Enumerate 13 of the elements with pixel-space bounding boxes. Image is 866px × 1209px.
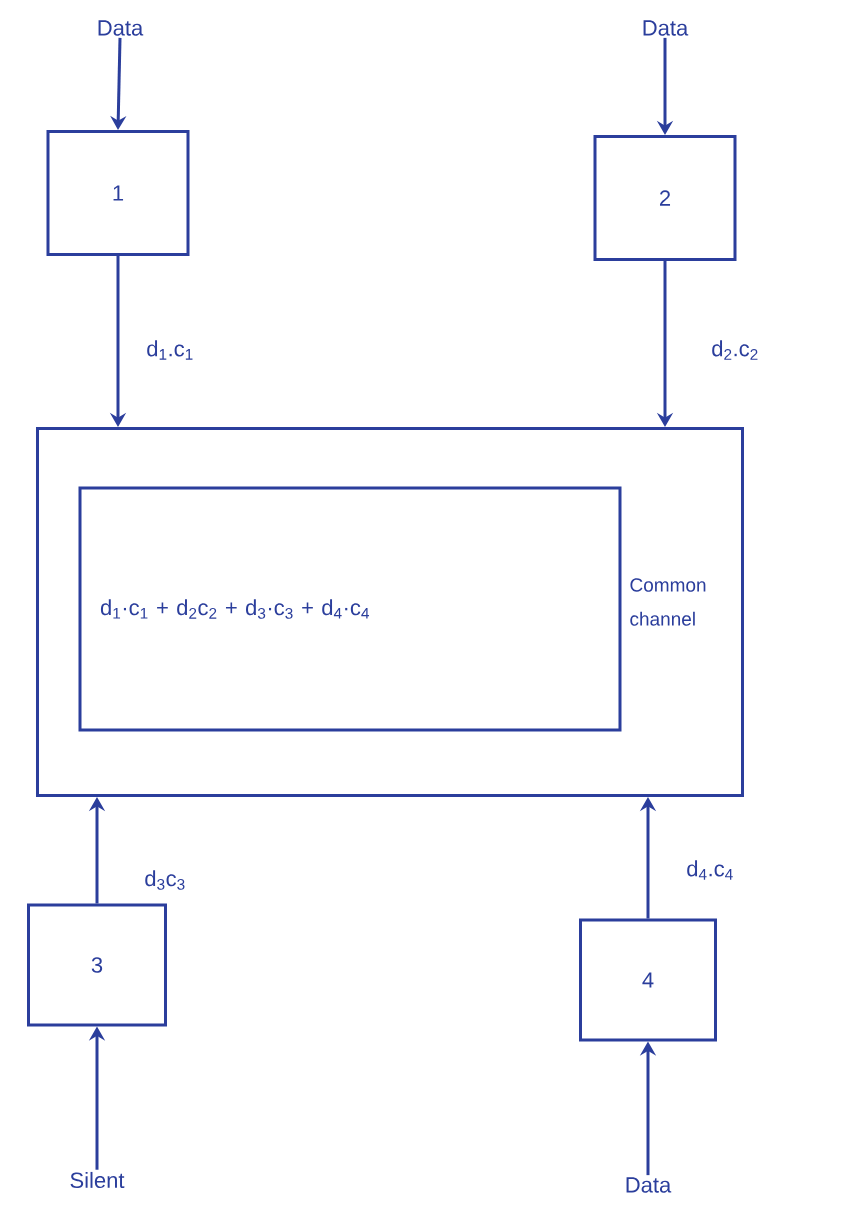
process-box: 2 [593, 135, 737, 261]
formula-box: d$_{1}$·c$_{1}$ + d$_{2}$c$_{2}$ + d$_{3}$·c$_{3}$ + d$_{4}$·c$_{4}$ [78, 486, 622, 732]
edge-label: d$_{1}$.c$_{1}$ [145, 339, 195, 361]
edge-label: d$_{2}$.c$_{2}$ [710, 339, 760, 361]
input-label: Data [626, 1177, 672, 1193]
input-label: Data [643, 20, 689, 36]
edge-label: d$_{3}$c$_{3}$ [143, 869, 187, 891]
process-box: 1 [46, 130, 190, 256]
input-label: Data [98, 20, 144, 36]
process-box: 3 [27, 903, 167, 1027]
input-label: Silent [70, 1171, 125, 1189]
edge-label: d$_{4}$.c$_{4}$ [685, 859, 735, 881]
process-box: 4 [579, 918, 717, 1042]
